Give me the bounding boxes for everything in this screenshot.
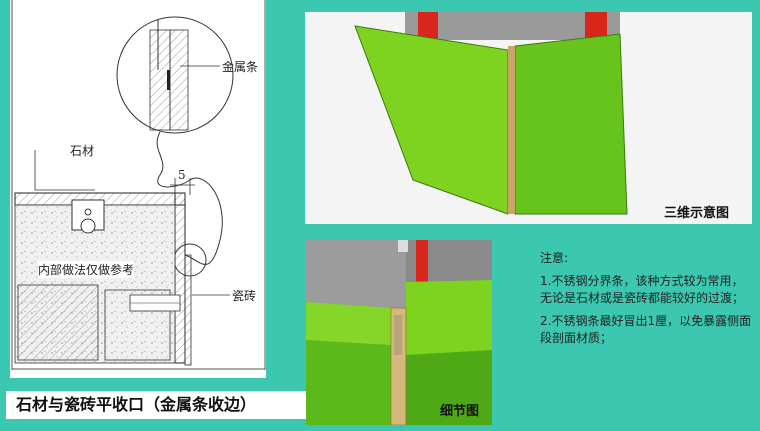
label-tile: 瓷砖 [232,289,257,303]
label-3d-view: 三维示意图 [664,206,730,221]
zoom-metal-strip [167,70,170,90]
cad-drawing-panel: 金属条 石材 5 内部做法仅做参考 瓷砖 [10,0,266,378]
detail-render [306,240,492,425]
zoom-tile [169,29,189,131]
stone-side [174,192,186,364]
3d-view-panel: 三维示意图 [305,12,752,224]
leader-stone [34,150,95,191]
metal-strip-3d [508,46,515,214]
notes: 注意: 1.不锈钢分界条，该种方式较为常用，无论是石材或是瓷砖都能较好的过渡； … [540,250,755,353]
label-metal-strip: 金属条 [222,60,259,74]
cad-drawing [11,0,266,370]
caption-title: 石材与瓷砖平收口（金属条收边） [6,391,306,419]
label-stone: 石材 [70,144,95,158]
connector-curve [156,131,223,265]
notes-item-1: 1.不锈钢分界条，该种方式较为常用，无论是石材或是瓷砖都能较好的过渡； [540,274,745,305]
tile-layer [184,254,192,366]
label-inner-method: 内部做法仅做参考 [38,261,135,278]
detail-view-panel: 细节图 [306,240,492,425]
metal-strip-detail [390,307,407,425]
wall-top [405,12,620,40]
tile-panel-3d [514,33,628,215]
label-dimension: 5 [178,168,186,182]
notes-item-2: 2.不锈钢条最好冒出1厘，以免暴露侧面段剖面材质； [540,314,752,345]
wall-concrete [306,240,406,310]
notes-title: 注意: [540,251,569,265]
inner-block [17,284,99,361]
3d-render [305,12,752,224]
label-detail-view: 细节图 [440,404,480,419]
zoom-circle [116,16,234,134]
